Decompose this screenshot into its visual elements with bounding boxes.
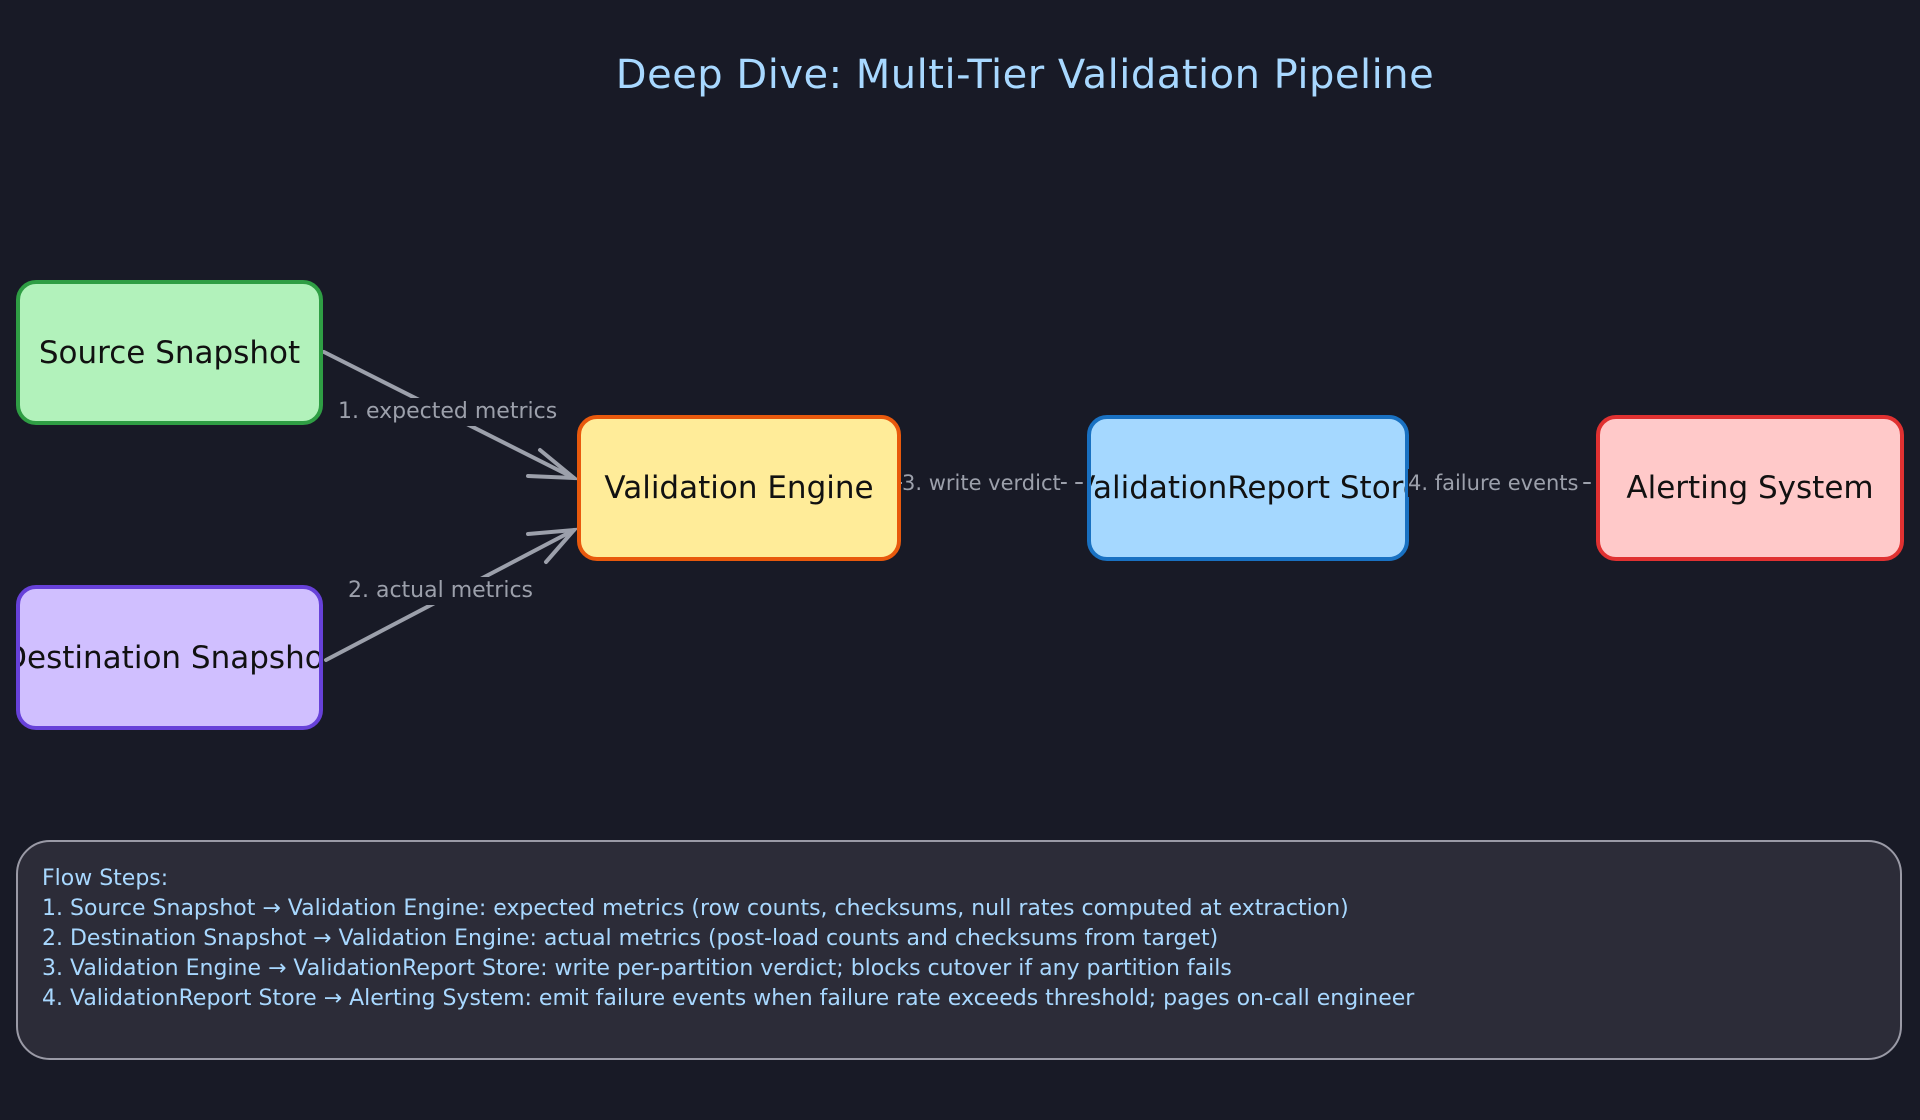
arrowhead-icon <box>526 527 579 564</box>
flow-steps-panel: Flow Steps: 1. Source Snapshot → Validat… <box>16 840 1902 1060</box>
node-validationreport-store[interactable]: ValidationReport Store <box>1087 415 1409 561</box>
flow-steps-heading: Flow Steps: <box>42 866 169 891</box>
flow-step-2: 2. Destination Snapshot → Validation Eng… <box>42 926 1219 951</box>
flow-step-4: 4. ValidationReport Store → Alerting Sys… <box>42 986 1415 1011</box>
edge-label-actual-metrics: 2. actual metrics <box>346 577 536 605</box>
edge-label-failure-events: 4. failure events <box>1408 469 1579 497</box>
node-label: Source Snapshot <box>38 334 301 371</box>
arrowhead-icon <box>526 448 580 481</box>
node-label: ValidationReport Store <box>1087 470 1409 506</box>
node-label: Destination Snapshot <box>16 639 323 676</box>
flow-step-1: 1. Source Snapshot → Validation Engine: … <box>42 896 1349 921</box>
flow-step-3: 3. Validation Engine → ValidationReport … <box>42 956 1232 981</box>
node-alerting-system[interactable]: Alerting System <box>1596 415 1904 561</box>
node-destination-snapshot[interactable]: Destination Snapshot <box>16 585 323 730</box>
diagram-title: Deep Dive: Multi-Tier Validation Pipelin… <box>615 52 1435 98</box>
node-label: Validation Engine <box>604 470 874 506</box>
edge-label-expected-metrics: 1. expected metrics <box>336 398 560 426</box>
node-validation-engine[interactable]: Validation Engine <box>577 415 901 561</box>
node-label: Alerting System <box>1626 470 1874 506</box>
edge-label-write-verdict: 3. write verdict <box>902 469 1061 497</box>
node-source-snapshot[interactable]: Source Snapshot <box>16 280 323 425</box>
